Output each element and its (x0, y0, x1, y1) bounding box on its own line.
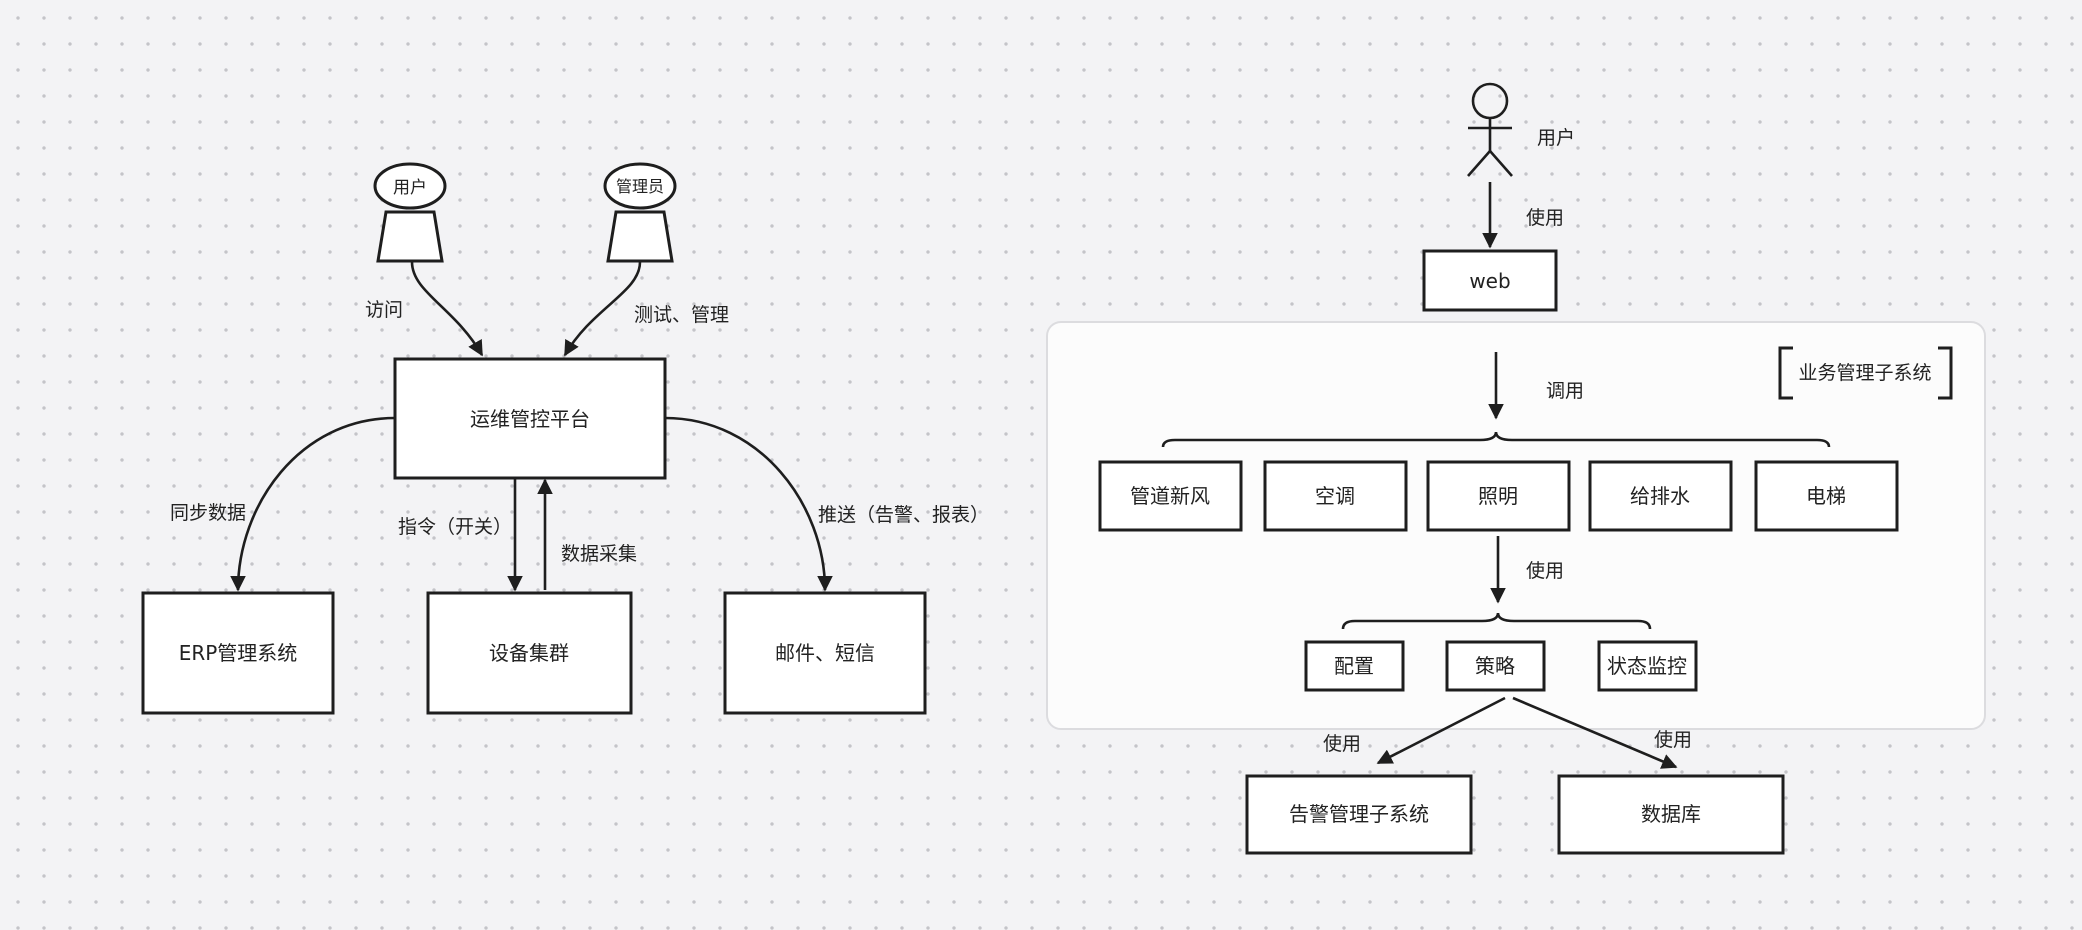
subsystem-tag: 业务管理子系统 (1778, 346, 1953, 400)
strategy-alarm-edge (1376, 696, 1506, 765)
test-manage-edge (563, 261, 642, 357)
sync-label: 同步数据 (170, 502, 246, 524)
web-box[interactable]: web (1422, 249, 1558, 312)
invoke-label: 调用 (1546, 380, 1584, 402)
devices-box[interactable]: 设备集群 (426, 591, 633, 715)
strategy-alarm-label: 使用 (1323, 733, 1361, 755)
function-strategy[interactable]: 策略 (1445, 640, 1546, 692)
subsystem-tag-right-bracket (1938, 346, 1953, 400)
user-actor-head (373, 162, 447, 210)
alarm-subsystem-label: 告警管理子系统 (1289, 802, 1429, 826)
mail-label: 邮件、短信 (775, 641, 875, 665)
visit-label: 访问 (365, 299, 403, 321)
database-box[interactable]: 数据库 (1557, 774, 1785, 855)
module-fresh-air-label: 管道新风 (1130, 484, 1210, 508)
platform-label: 运维管控平台 (470, 407, 590, 431)
alarm-subsystem-box[interactable]: 告警管理子系统 (1245, 774, 1473, 855)
mail-box[interactable]: 邮件、短信 (723, 591, 927, 715)
subsystem-tag-left-bracket (1778, 346, 1793, 400)
collect-label: 数据采集 (561, 543, 637, 565)
module-lighting[interactable]: 照明 (1426, 460, 1571, 532)
admin-actor-head (603, 162, 677, 210)
push-label: 推送（告警、报表） (818, 504, 989, 526)
module-fresh-air[interactable]: 管道新风 (1098, 460, 1243, 532)
visit-edge (410, 261, 484, 357)
user-actor-body (376, 210, 444, 263)
devices-label: 设备集群 (489, 641, 569, 665)
stick-figure-user[interactable] (1467, 82, 1513, 177)
right-diagram: 用户 使用 web 业务管理子系统 调用 管道新风 空调 照明 (1046, 82, 1986, 855)
module-elevator-label: 电梯 (1806, 484, 1846, 508)
module-brace (1161, 431, 1831, 448)
user-web-label: 使用 (1526, 207, 1564, 229)
function-brace (1341, 612, 1652, 630)
push-edge (664, 416, 833, 592)
user-actor[interactable]: 用户 (373, 162, 447, 263)
function-monitor[interactable]: 状态监控 (1597, 640, 1698, 692)
admin-actor[interactable]: 管理员 (603, 162, 677, 263)
function-config-label: 配置 (1334, 654, 1374, 678)
subsystem-tag-label: 业务管理子系统 (1798, 362, 1931, 384)
module-air-conditioning-label: 空调 (1315, 484, 1355, 508)
database-label: 数据库 (1641, 802, 1701, 826)
sync-edge (230, 416, 396, 592)
module-elevator[interactable]: 电梯 (1754, 460, 1899, 532)
modules-use-label: 使用 (1526, 560, 1564, 582)
test-manage-label: 测试、管理 (634, 304, 729, 326)
erp-label: ERP管理系统 (179, 641, 298, 665)
web-label: web (1469, 269, 1510, 293)
platform-box[interactable]: 运维管控平台 (393, 357, 667, 480)
module-water[interactable]: 给排水 (1588, 460, 1733, 532)
user-actor-label: 用户 (393, 178, 427, 198)
function-monitor-label: 状态监控 (1607, 654, 1687, 678)
erp-box[interactable]: ERP管理系统 (141, 591, 335, 715)
strategy-db-edge (1512, 696, 1678, 769)
left-diagram: 用户 管理员 访问 测试、管理 运维管控平台 同步数据 指令（开关） 数据采集 … (141, 162, 989, 715)
module-water-label: 给排水 (1630, 484, 1690, 508)
strategy-db-label: 使用 (1654, 729, 1692, 751)
command-label: 指令（开关） (398, 516, 512, 538)
stick-figure-label: 用户 (1537, 127, 1575, 149)
admin-actor-label: 管理员 (616, 177, 664, 196)
function-config[interactable]: 配置 (1304, 640, 1405, 692)
module-lighting-label: 照明 (1478, 484, 1518, 508)
module-air-conditioning[interactable]: 空调 (1263, 460, 1408, 532)
admin-actor-body (606, 210, 674, 263)
function-strategy-label: 策略 (1475, 654, 1515, 678)
stick-figure-head (1471, 82, 1509, 120)
